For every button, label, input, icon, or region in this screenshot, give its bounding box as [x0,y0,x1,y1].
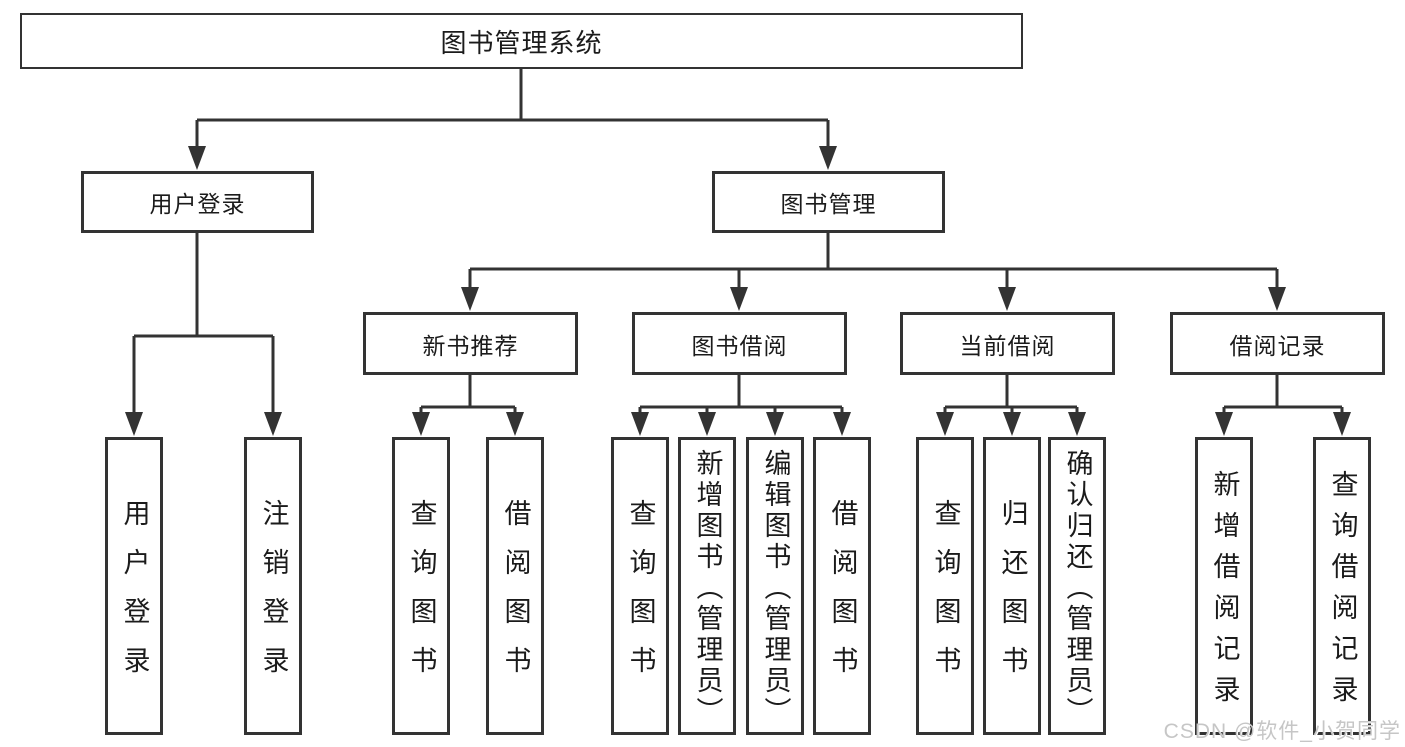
node-user-login-group-label: 用户登录 [149,191,246,217]
node-current-borrowing: 当前借阅 [900,312,1115,375]
leaf-query-books-recommend: 查询图书 [392,437,450,735]
leaf-confirm-return-admin-label: 确认归还（管理员） [1062,448,1093,728]
node-library-system: 图书管理系统 [20,13,1023,69]
leaf-query-borrow-record-label: 查询借阅记录 [1327,470,1358,716]
leaf-edit-books-admin-label: 编辑图书（管理员） [760,448,791,728]
node-borrowing-records-label: 借阅记录 [1229,332,1326,359]
leaf-confirm-return-admin: 确认归还（管理员） [1048,437,1106,735]
leaf-query-books-current-label: 查询图书 [930,499,961,695]
leaf-add-books-admin-label: 新增图书（管理员） [692,448,723,728]
node-book-management-label: 图书管理 [780,191,877,217]
watermark: CSDN @软件_小贺同学 [1163,720,1401,743]
leaf-add-borrow-record: 新增借阅记录 [1195,437,1253,735]
node-current-borrowing-label: 当前借阅 [959,332,1056,359]
node-borrowing-records: 借阅记录 [1170,312,1385,375]
leaf-query-books-current: 查询图书 [916,437,974,735]
arrowheads [125,146,1351,436]
leaf-query-books-recommend-label: 查询图书 [406,499,437,695]
node-new-book-recommendation: 新书推荐 [363,312,578,375]
leaf-user-login-label: 用户登录 [119,499,150,695]
node-book-borrowing-label: 图书借阅 [691,332,788,359]
leaf-query-books-borrowing: 查询图书 [611,437,669,735]
leaf-return-books: 归还图书 [983,437,1041,735]
node-library-system-label: 图书管理系统 [440,27,603,58]
connector-paths [132,69,1344,417]
leaf-logout-label: 注销登录 [258,499,289,695]
leaf-query-books-borrowing-label: 查询图书 [625,499,656,695]
leaf-borrow-books-borrowing: 借阅图书 [813,437,871,735]
node-book-borrowing: 图书借阅 [632,312,847,375]
node-book-management: 图书管理 [712,171,945,233]
leaf-edit-books-admin: 编辑图书（管理员） [746,437,804,735]
leaf-query-borrow-record: 查询借阅记录 [1313,437,1371,735]
leaf-borrow-books-recommend: 借阅图书 [486,437,544,735]
leaf-logout: 注销登录 [244,437,302,735]
node-user-login-group: 用户登录 [81,171,314,233]
leaf-user-login: 用户登录 [105,437,163,735]
leaf-borrow-books-borrowing-label: 借阅图书 [827,499,858,695]
leaf-add-borrow-record-label: 新增借阅记录 [1209,470,1240,716]
node-new-book-recommendation-label: 新书推荐 [422,332,519,359]
leaf-return-books-label: 归还图书 [997,499,1028,695]
leaf-borrow-books-recommend-label: 借阅图书 [500,499,531,695]
leaf-add-books-admin: 新增图书（管理员） [678,437,736,735]
